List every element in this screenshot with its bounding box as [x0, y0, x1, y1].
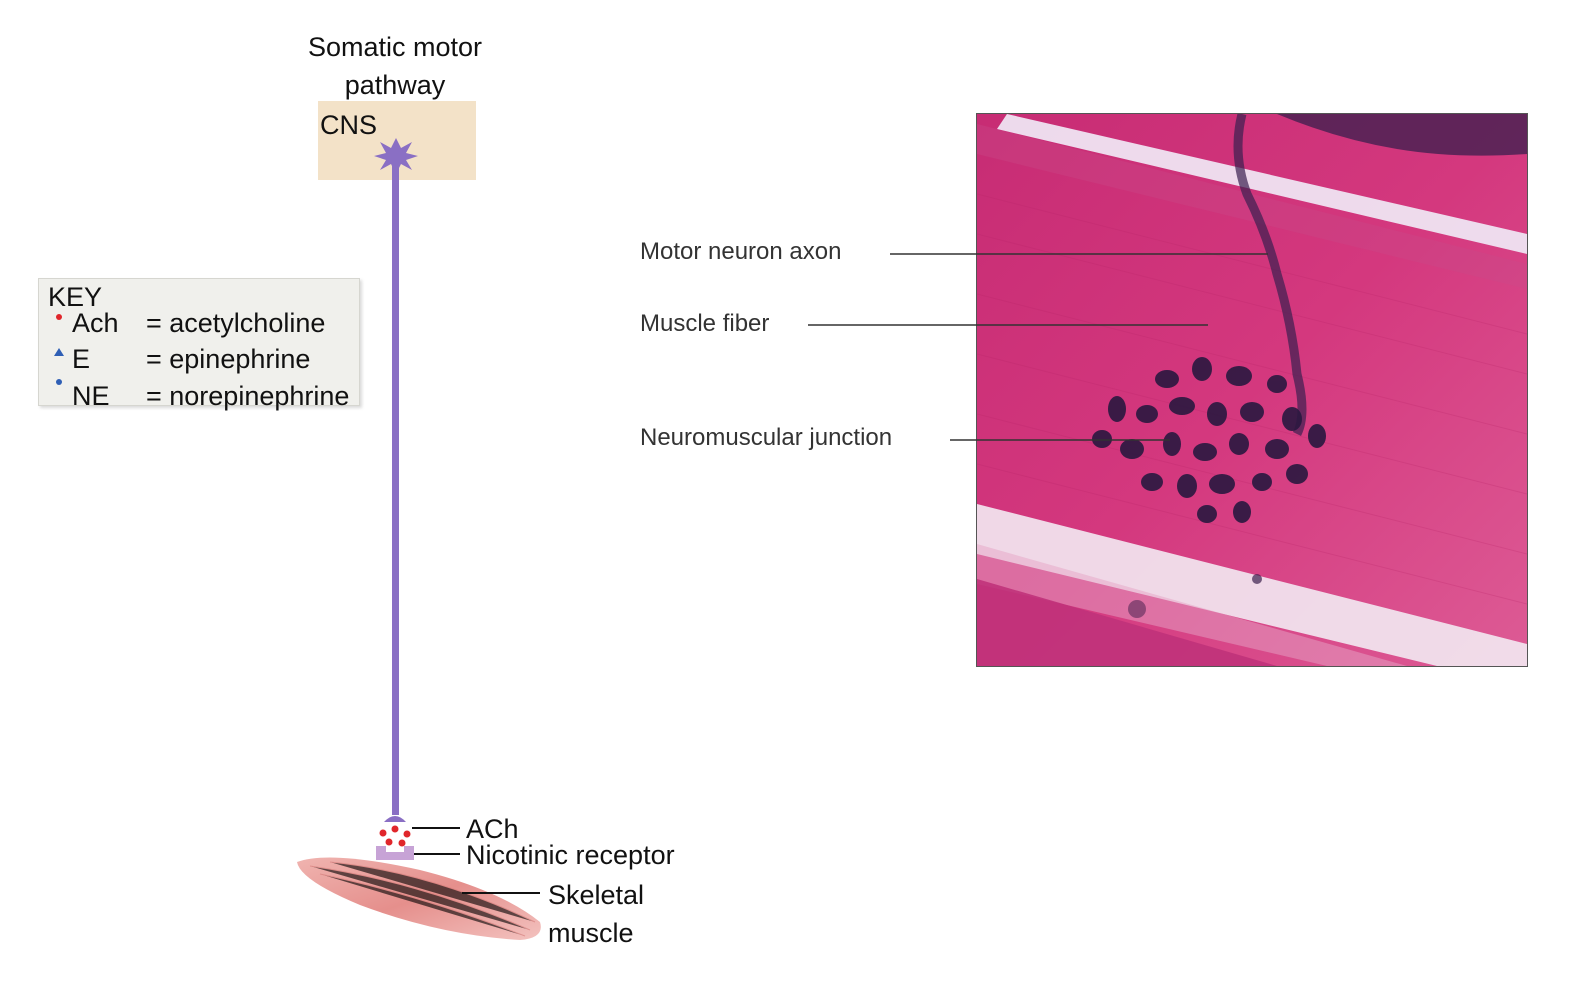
- neuromuscular-junction-label: Neuromuscular junction: [640, 424, 893, 451]
- key-definition: = acetylcholine: [146, 308, 326, 338]
- axon-terminal: [384, 816, 406, 822]
- micrograph: [976, 113, 1528, 667]
- motor-neuron-axon-label: Motor neuron axon: [640, 238, 842, 265]
- key-box: [38, 278, 360, 406]
- key-item-e: E = epinephrine: [52, 344, 382, 380]
- blue-triangle-icon: [52, 346, 66, 360]
- key-abbr: E: [72, 344, 91, 374]
- cns-label: CNS: [320, 110, 378, 140]
- key-item-ach: Ach = acetylcholine: [52, 308, 382, 344]
- muscle-fiber-label: Muscle fiber: [640, 310, 770, 337]
- ach-label: ACh: [466, 814, 519, 844]
- micrograph-image: [977, 114, 1527, 666]
- pathway-title: Somatic motor pathway: [307, 32, 483, 100]
- skeletal-label-line2: muscle: [548, 918, 634, 948]
- nicotinic-receptor-label: Nicotinic receptor: [466, 840, 675, 870]
- nicotinic-receptor: [376, 846, 414, 860]
- key-definition: = epinephrine: [146, 344, 311, 374]
- blue-dot-icon: [52, 375, 66, 389]
- neuron-axon: [392, 160, 399, 815]
- key-abbr: NE: [72, 381, 110, 411]
- skeletal-label-line1: Skeletal: [548, 880, 645, 910]
- key-item-ne: NE = norepinephrine: [52, 379, 382, 417]
- key-definition: = norepinephrine: [146, 381, 350, 411]
- key-abbr: Ach: [72, 308, 119, 338]
- red-dot-icon: [52, 310, 66, 324]
- key-title: KEY: [48, 282, 103, 312]
- neuron-cell-body: [374, 138, 418, 174]
- ach-molecules: [379, 825, 411, 847]
